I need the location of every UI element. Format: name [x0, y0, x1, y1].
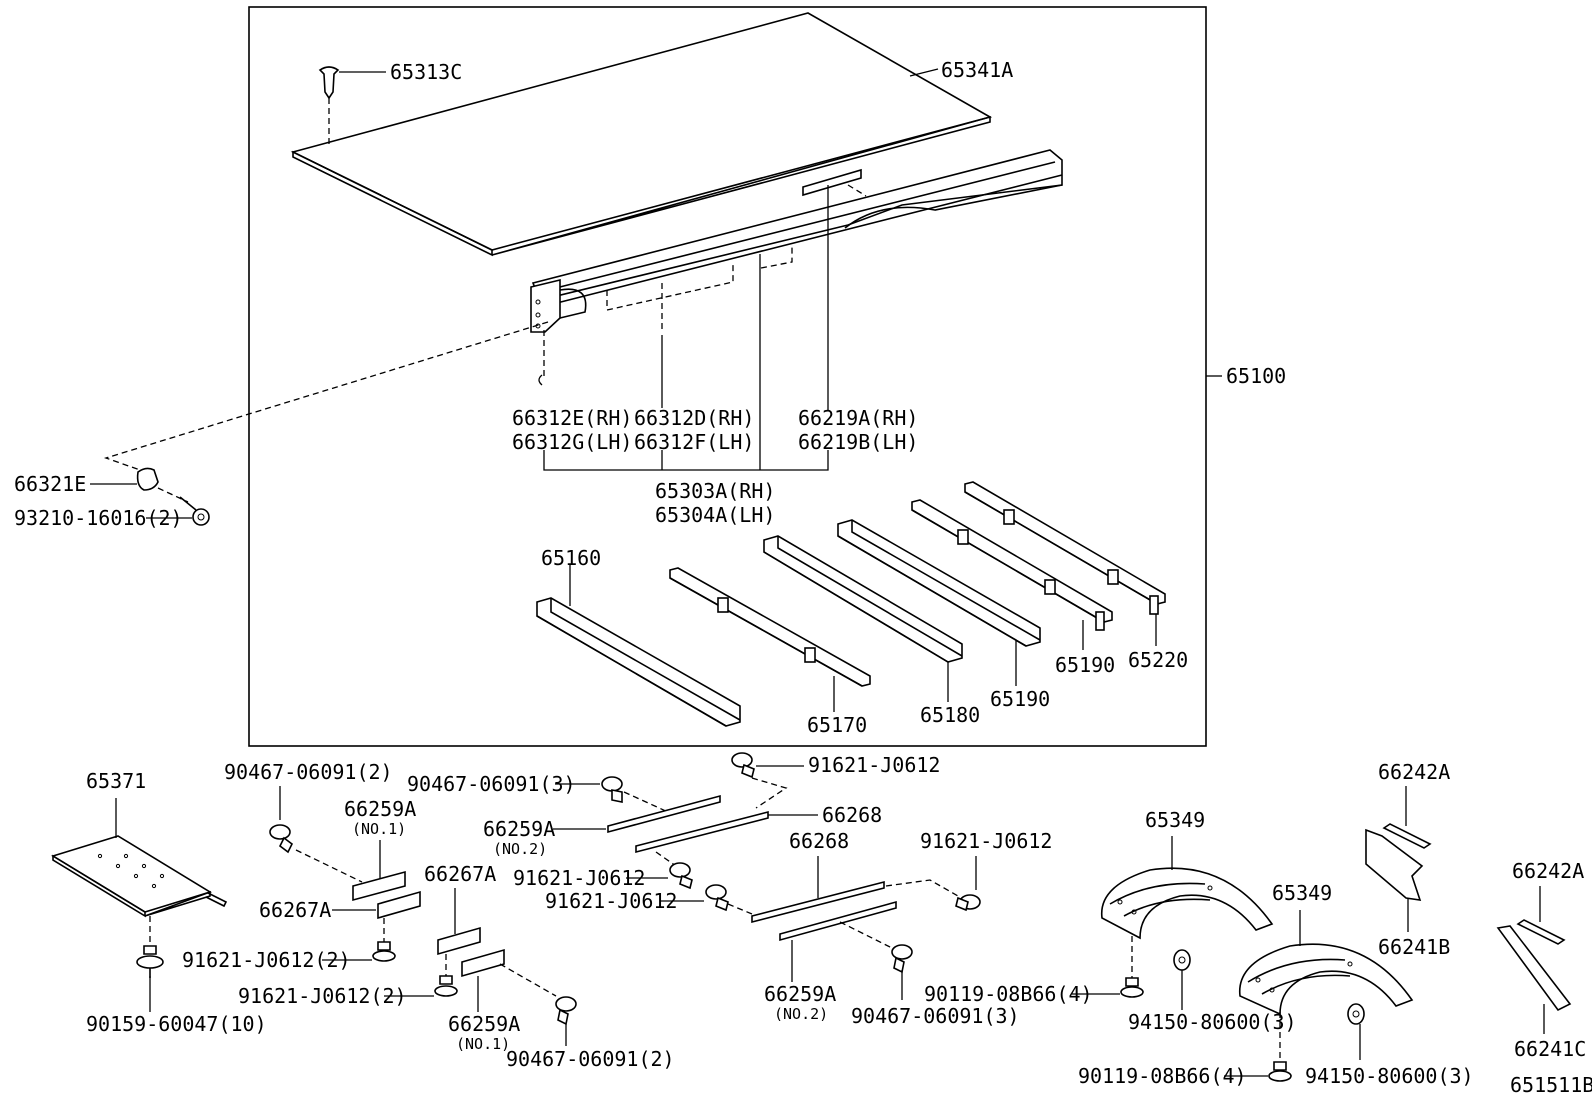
figure-reference: 651511B — [1510, 1073, 1592, 1097]
label-66242A-b: 66242A — [1512, 859, 1584, 883]
label-90159: 90159-60047(10) — [86, 1012, 267, 1036]
liner-65349-a — [1101, 867, 1274, 940]
clip-90467-d-icon — [891, 944, 913, 974]
label-91621-e: 91621-J0612 — [545, 889, 677, 913]
cross-member-65170 — [669, 567, 871, 687]
bolt-91621-f-icon — [955, 894, 981, 912]
label-91621-a: 91621-J0612(2) — [182, 948, 351, 972]
clip-90467-a-icon — [269, 824, 294, 854]
cross-member-65190-b — [911, 499, 1113, 631]
nut-94150-a-icon — [1173, 949, 1191, 971]
mudflap-66241C — [1496, 925, 1572, 1012]
label-66321E: 66321E — [14, 472, 86, 496]
nut-94150-b-icon — [1347, 1003, 1365, 1025]
bolt-91621-d-icon — [669, 862, 693, 890]
label-94150-b: 94150-80600(3) — [1305, 1064, 1474, 1088]
mudflap-66241B — [1365, 828, 1424, 901]
bracket-66267A-2 — [437, 926, 481, 956]
screw-65313C-icon — [318, 66, 340, 100]
floor-board-65341A — [290, 12, 993, 257]
bolt-91621-b-icon — [434, 975, 458, 997]
label-66259A-3: 66259A — [483, 817, 555, 841]
label-65190-a: 65190 — [990, 687, 1050, 711]
label-93210: 93210-16016(2) — [14, 506, 183, 530]
label-65349-b: 65349 — [1272, 881, 1332, 905]
label-65313C: 65313C — [390, 60, 462, 84]
label-90467-d: 90467-06091(3) — [851, 1004, 1020, 1028]
label-90467-a: 90467-06091(2) — [224, 760, 393, 784]
side-rail-65303A — [530, 149, 1063, 333]
strip-66268-a — [635, 810, 769, 854]
label-65303A: 65303A(RH) — [655, 479, 775, 503]
bolt-91621-c-icon — [731, 752, 755, 779]
cross-member-65220 — [964, 481, 1166, 615]
label-65170: 65170 — [807, 713, 867, 737]
label-66241C: 66241C — [1514, 1037, 1586, 1061]
label-66241B: 66241B — [1378, 935, 1450, 959]
label-66312G: 66312G(LH) — [512, 430, 632, 454]
bolt-93210-icon — [179, 496, 210, 526]
label-65100: 65100 — [1226, 364, 1286, 388]
label-90119-a: 90119-08B66(4) — [924, 982, 1093, 1006]
label-65180: 65180 — [920, 703, 980, 727]
clip-90467-c-icon — [601, 776, 623, 803]
label-66259A-4-sub: (NO.2) — [774, 1005, 828, 1023]
strip-66259A-3 — [607, 794, 721, 834]
label-91621-d: 91621-J0612 — [513, 866, 645, 890]
label-66259A-3-sub: (NO.2) — [493, 840, 547, 858]
label-91621-c: 91621-J0612 — [808, 753, 940, 777]
plate-65371 — [51, 835, 228, 918]
label-65304A: 65304A(LH) — [655, 503, 775, 527]
label-90119-b: 90119-08B66(4) — [1078, 1064, 1247, 1088]
label-90467-c: 90467-06091(3) — [407, 772, 576, 796]
label-90467-b: 90467-06091(2) — [506, 1047, 675, 1071]
bracket-66259A-1 — [352, 870, 406, 902]
label-66219A: 66219A(RH) — [798, 406, 918, 430]
bumper-66321E-icon — [136, 467, 159, 491]
clip-90467-b-icon — [555, 996, 577, 1026]
label-65349-a: 65349 — [1145, 808, 1205, 832]
label-66268-b: 66268 — [789, 829, 849, 853]
label-65160: 65160 — [541, 546, 601, 570]
label-66219B: 66219B(LH) — [798, 430, 918, 454]
bolt-90159-icon — [136, 945, 164, 978]
label-66242A-a: 66242A — [1378, 760, 1450, 784]
cross-member-65190-a — [837, 519, 1041, 647]
bolt-91621-e-icon — [705, 884, 729, 912]
bracket-66259A-2 — [461, 948, 505, 978]
label-91621-f: 91621-J0612 — [920, 829, 1052, 853]
label-65190-b: 65190 — [1055, 653, 1115, 677]
strip-66268-b — [751, 880, 885, 924]
strip-66259A-4 — [779, 900, 897, 942]
label-66267A-2: 66267A — [424, 862, 496, 886]
bracket-66267A-1 — [377, 890, 421, 920]
label-65341A: 65341A — [941, 58, 1013, 82]
label-66312F: 66312F(LH) — [634, 430, 754, 454]
pad-66242A-b — [1516, 919, 1566, 945]
cross-member-65160 — [536, 597, 741, 727]
label-66259A-1: 66259A — [344, 797, 416, 821]
label-66268-a: 66268 — [822, 803, 882, 827]
label-66259A-2-sub: (NO.1) — [456, 1035, 510, 1053]
cross-member-65180 — [763, 535, 963, 663]
pad-66242A-a — [1382, 823, 1432, 849]
bolt-90119-a-icon — [1120, 977, 1144, 998]
label-66312E: 66312E(RH) — [512, 406, 632, 430]
label-66259A-1-sub: (NO.1) — [352, 820, 406, 838]
label-66259A-2: 66259A — [448, 1012, 520, 1036]
label-65220: 65220 — [1128, 648, 1188, 672]
label-66267A-1: 66267A — [259, 898, 331, 922]
bolt-91621-a-icon — [372, 941, 396, 962]
label-66259A-4: 66259A — [764, 982, 836, 1006]
label-66312D: 66312D(RH) — [634, 406, 754, 430]
label-91621-b: 91621-J0612(2) — [238, 984, 407, 1008]
label-65371: 65371 — [86, 769, 146, 793]
bolt-90119-b-icon — [1268, 1061, 1292, 1082]
liner-65349-b — [1238, 943, 1414, 1016]
label-94150-a: 94150-80600(3) — [1128, 1010, 1297, 1034]
